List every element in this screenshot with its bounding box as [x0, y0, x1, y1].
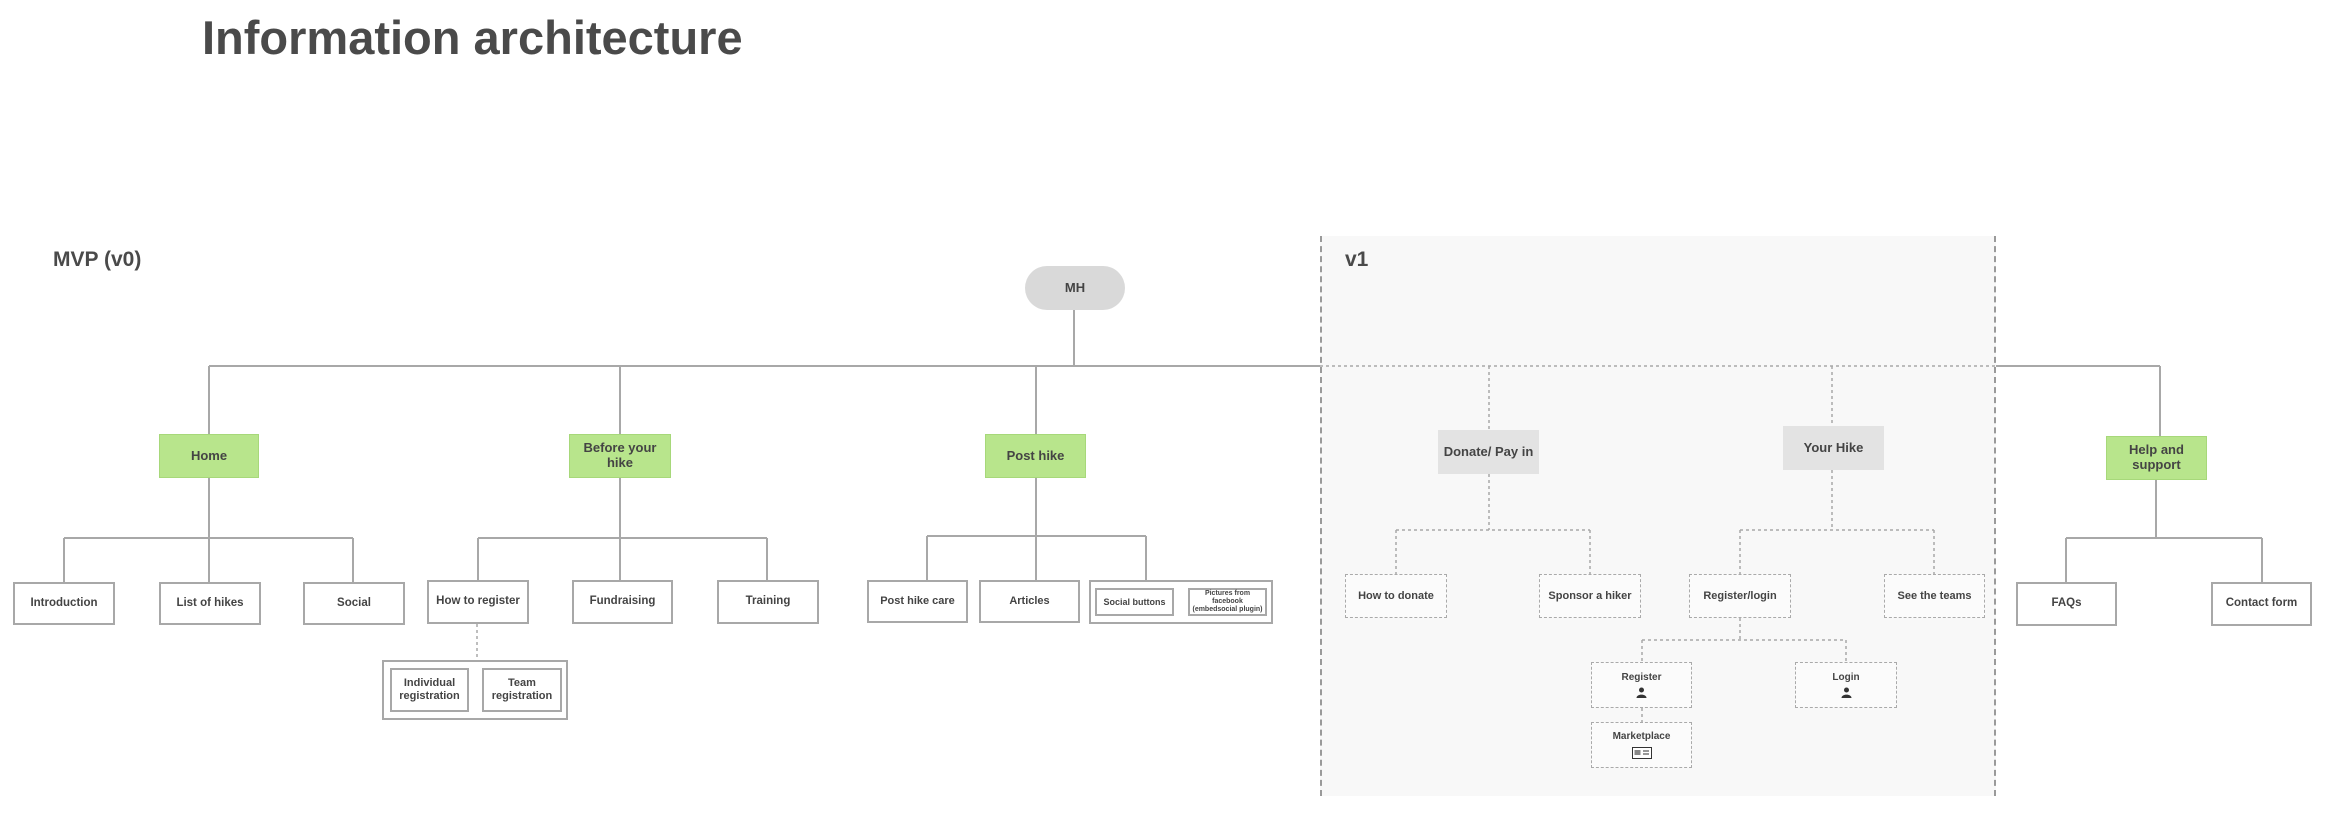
node-help-and-support[interactable]: Help and support	[2106, 436, 2207, 480]
node-post-hike[interactable]: Post hike	[985, 434, 1086, 478]
card-icon	[1631, 746, 1652, 759]
node-training[interactable]: Training	[717, 580, 819, 624]
user-icon	[1636, 687, 1647, 699]
node-faqs[interactable]: FAQs	[2016, 582, 2117, 626]
node-sponsor-a-hiker[interactable]: Sponsor a hiker	[1539, 574, 1641, 618]
node-register-label: Register	[1621, 671, 1662, 683]
node-register[interactable]: Register	[1591, 662, 1692, 708]
section-label-v1: v1	[1345, 248, 1369, 271]
section-label-mvp: MVP (v0)	[53, 248, 142, 271]
node-individual-registration[interactable]: Individual registration	[390, 668, 469, 712]
node-login-label: Login	[1832, 671, 1860, 683]
node-team-registration[interactable]: Team registration	[482, 668, 562, 712]
node-register-login[interactable]: Register/login	[1689, 574, 1791, 618]
node-marketplace[interactable]: Marketplace	[1591, 722, 1692, 768]
node-before-your-hike[interactable]: Before your hike	[569, 434, 671, 478]
node-donate-pay-in[interactable]: Donate/ Pay in	[1438, 430, 1539, 474]
node-list-of-hikes[interactable]: List of hikes	[159, 582, 261, 625]
node-post-hike-care[interactable]: Post hike care	[867, 580, 968, 623]
root-node-mh[interactable]: MH	[1025, 266, 1125, 310]
node-articles[interactable]: Articles	[979, 580, 1080, 623]
node-social[interactable]: Social	[303, 582, 405, 625]
node-your-hike[interactable]: Your Hike	[1783, 426, 1884, 470]
node-fundraising[interactable]: Fundraising	[572, 580, 673, 624]
node-how-to-donate[interactable]: How to donate	[1345, 574, 1447, 618]
node-home[interactable]: Home	[159, 434, 259, 478]
node-see-the-teams[interactable]: See the teams	[1884, 574, 1985, 618]
node-pictures-from-facebook[interactable]: Pictures from facebook (embedsocial plug…	[1188, 588, 1267, 616]
user-icon	[1841, 687, 1851, 699]
node-social-buttons[interactable]: Social buttons	[1095, 588, 1174, 616]
node-contact-form[interactable]: Contact form	[2211, 582, 2312, 626]
node-introduction[interactable]: Introduction	[13, 582, 115, 625]
node-how-to-register[interactable]: How to register	[427, 580, 529, 624]
page-title: Information architecture	[202, 11, 743, 64]
node-marketplace-label: Marketplace	[1612, 731, 1671, 743]
node-login[interactable]: Login	[1795, 662, 1897, 708]
